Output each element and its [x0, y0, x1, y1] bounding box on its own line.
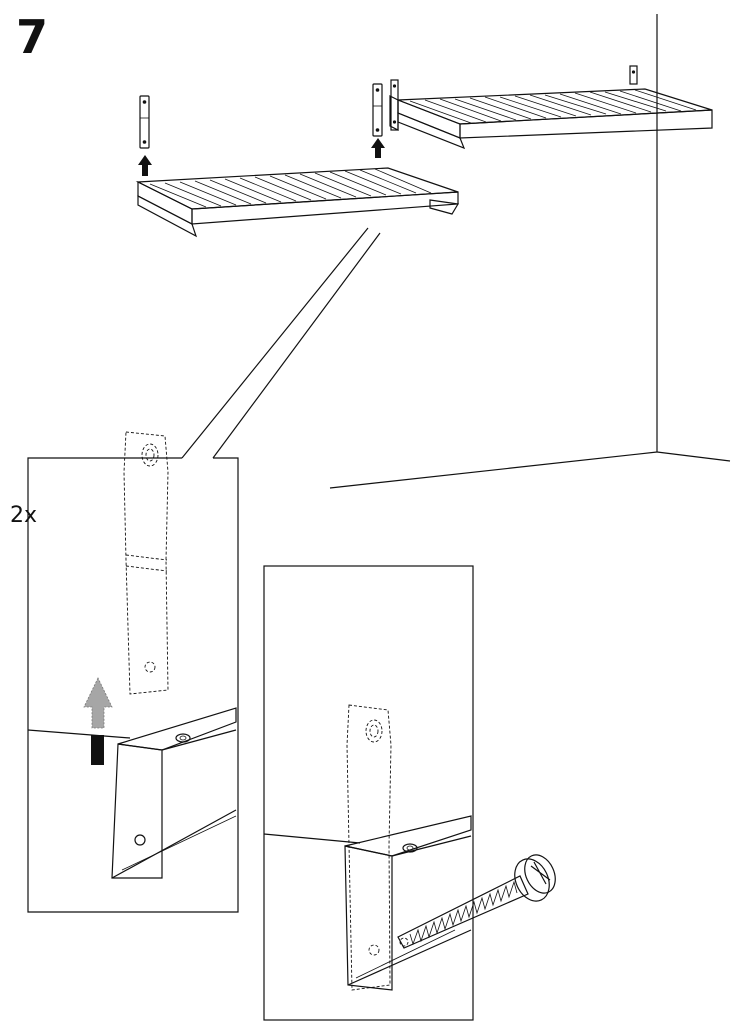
mounted-shelf — [389, 65, 713, 150]
wall-corner — [329, 14, 731, 489]
shelf-rack — [135, 167, 459, 238]
quantity-label: 2x — [10, 503, 38, 528]
zoom-lines — [181, 227, 381, 459]
screw-icon — [397, 854, 556, 949]
detail-box-2 — [263, 565, 556, 1021]
bracket-left — [139, 95, 150, 149]
bracket-right — [372, 83, 383, 137]
shelf-rails — [149, 168, 432, 208]
up-arrow-icon — [371, 138, 385, 158]
mounted-shelf-rails — [409, 89, 697, 124]
up-arrow-icon — [138, 155, 152, 176]
mounting-bracket-icon — [123, 431, 169, 695]
step-number: 7 — [16, 10, 49, 64]
mounting-bracket-icon — [346, 704, 392, 991]
detail-box-1 — [27, 431, 239, 913]
up-arrow-icon — [83, 677, 113, 765]
